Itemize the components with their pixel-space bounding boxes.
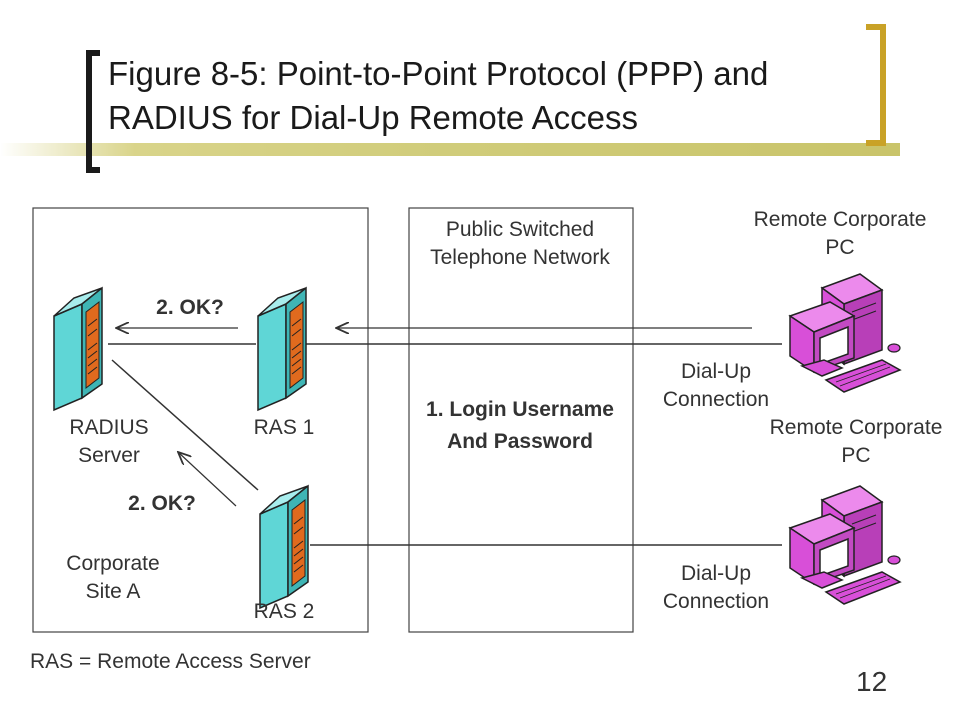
step2a-label: 2. OK?	[156, 296, 224, 319]
connection2-label: Dial-Up Connection	[662, 562, 770, 613]
title-left-bracket	[86, 50, 100, 173]
pc1-computer-icon	[789, 273, 901, 393]
title-right-bracket	[866, 24, 886, 146]
radius-server-icon	[53, 287, 103, 411]
link-radius-ras2	[111, 359, 259, 491]
pstn-label: Public Switched Telephone Network	[430, 218, 610, 269]
header-gradient-bar	[0, 143, 900, 156]
ras2-server-icon	[259, 485, 309, 609]
step1-label: 1. Login Username And Password	[426, 398, 614, 453]
pc1-label: Remote Corporate PC	[753, 208, 927, 259]
ras1-label: RAS 1	[253, 416, 315, 439]
slide-title: Figure 8-5: Point-to-Point Protocol (PPP…	[108, 55, 769, 136]
corporate-site-label: Corporate Site A	[66, 552, 160, 603]
ras2-label: RAS 2	[253, 600, 315, 623]
page-number: 12	[856, 666, 888, 697]
radius-server-label: RADIUS Server	[69, 416, 149, 467]
step2b-label: 2. OK?	[128, 492, 196, 515]
footnote: RAS = Remote Access Server	[30, 650, 311, 673]
pc2-label: Remote Corporate PC	[769, 416, 943, 467]
corporate-site-box	[32, 207, 369, 633]
ok-arrow-ras2	[178, 452, 237, 507]
connection1-label: Dial-Up Connection	[662, 360, 770, 411]
pstn-box	[408, 207, 634, 633]
pc2-computer-icon	[789, 485, 901, 605]
ras1-server-icon	[257, 287, 307, 411]
